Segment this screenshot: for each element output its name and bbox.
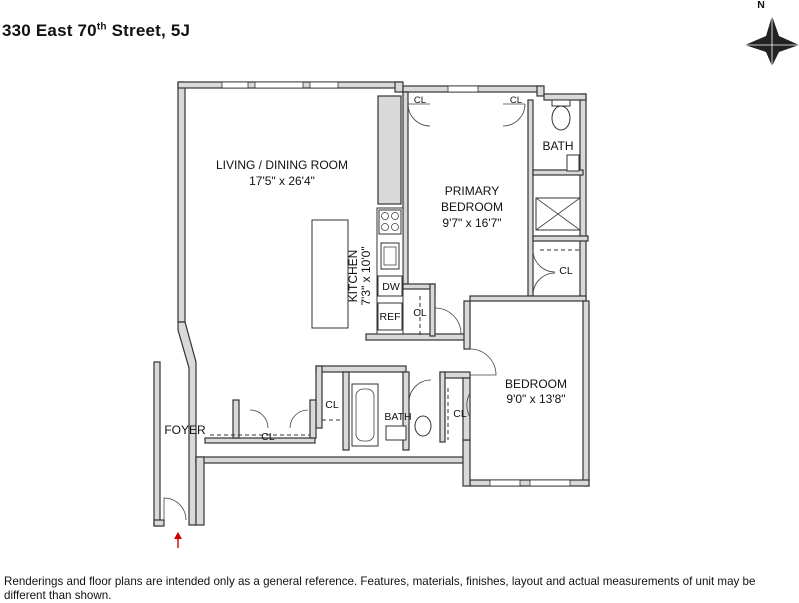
address-main: 330 East 70 xyxy=(2,21,97,40)
sink-icon xyxy=(566,154,580,172)
closet-label: CL xyxy=(453,408,467,420)
closet-lines xyxy=(210,249,580,440)
bath-fixtures xyxy=(351,99,581,447)
disclaimer-text: Renderings and floor plans are intended … xyxy=(4,575,756,602)
kitchen-fixtures xyxy=(311,207,404,335)
kitchen-dims: 7'3" x 10'0" xyxy=(359,246,373,305)
living-room-dims: 17'5" x 26'4" xyxy=(249,174,315,188)
bedroom-label: BEDROOM xyxy=(505,377,567,391)
toilet-icon xyxy=(551,105,571,131)
bedroom-dims: 9'0" x 13'8" xyxy=(506,392,565,406)
address-rest: Street, 5J xyxy=(106,21,191,40)
address-superscript: th xyxy=(96,21,107,33)
windows xyxy=(221,81,571,487)
outer-walls xyxy=(153,81,590,527)
compass-icon: N xyxy=(745,0,799,66)
closet-label: CL xyxy=(325,399,339,411)
closet-label: CL xyxy=(510,95,522,106)
dishwasher xyxy=(377,275,403,297)
bath-label-1: BATH xyxy=(542,139,573,153)
closet-label: CL xyxy=(414,95,426,106)
cooktop-icon xyxy=(378,209,402,235)
kitchen-sink-icon xyxy=(380,242,400,270)
doors xyxy=(163,103,556,521)
foyer-label: FOYER xyxy=(164,423,206,437)
bath2-toilet-icon xyxy=(414,415,432,437)
bath-label-2: BATH xyxy=(384,411,411,423)
refrigerator-label: REF xyxy=(380,311,401,323)
primary-bedroom-label-line2: BEDROOM xyxy=(441,200,503,214)
entry-arrow-icon xyxy=(174,532,182,548)
refrigerator xyxy=(377,302,403,331)
closet-label: CL xyxy=(413,307,427,319)
compass-north-label: N xyxy=(757,0,765,11)
interior-walls xyxy=(204,91,589,451)
closet-label: CL xyxy=(261,431,275,443)
dishwasher-label: DW xyxy=(382,281,400,293)
primary-bedroom-label-line1: PRIMARY xyxy=(445,184,499,198)
kitchen-label: KITCHEN xyxy=(346,250,360,303)
floor-plan: N xyxy=(153,0,799,548)
primary-bedroom-dims: 9'7" x 16'7" xyxy=(442,216,501,230)
bath2-sink-icon xyxy=(385,425,407,441)
closet-label: CL xyxy=(559,265,573,277)
page-title: 330 East 70th Street, 5J xyxy=(2,21,190,41)
living-room-label: LIVING / DINING ROOM xyxy=(216,158,348,172)
kitchen-island xyxy=(311,219,349,329)
